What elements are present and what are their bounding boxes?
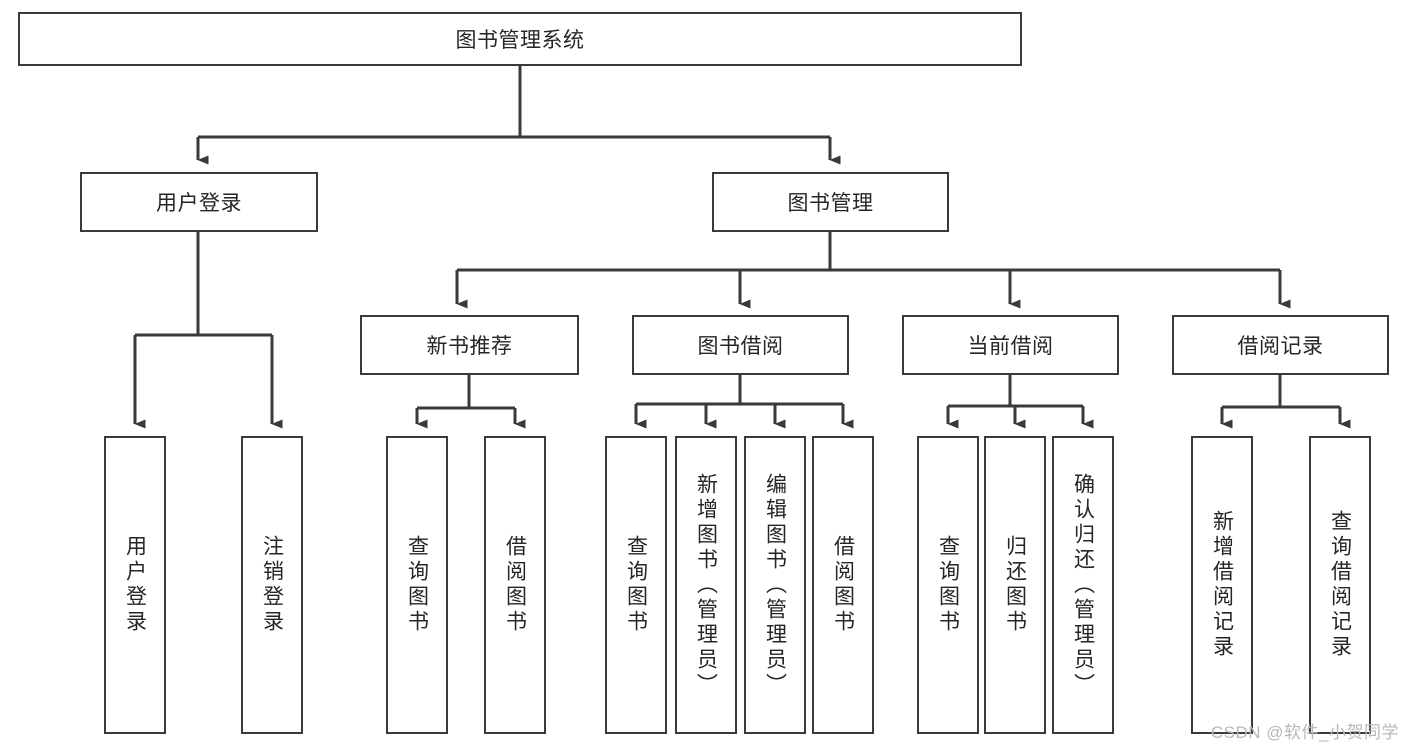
- leaf-new-book-query[interactable]: 查询图书: [386, 436, 448, 734]
- node-book-borrow-label: 图书借阅: [697, 335, 784, 358]
- node-current-borrow[interactable]: 当前借阅: [902, 315, 1119, 375]
- leaf-label: 借阅图书: [831, 535, 855, 635]
- node-book-management[interactable]: 图书管理: [712, 172, 949, 232]
- node-book-borrow[interactable]: 图书借阅: [632, 315, 849, 375]
- node-root[interactable]: 图书管理系统: [18, 12, 1022, 66]
- leaf-book-borrow-add[interactable]: 新增图书（管理员）: [675, 436, 737, 734]
- leaf-label: 新增图书（管理员）: [694, 472, 718, 698]
- leaf-label: 借阅图书: [503, 535, 527, 635]
- leaf-current-borrow-return[interactable]: 归还图书: [984, 436, 1046, 734]
- node-user-login-label: 用户登录: [156, 192, 242, 215]
- node-borrow-record[interactable]: 借阅记录: [1172, 315, 1389, 375]
- leaf-label: 确认归还（管理员）: [1071, 472, 1095, 698]
- node-root-label: 图书管理系统: [455, 29, 585, 52]
- leaf-borrow-record-query[interactable]: 查询借阅记录: [1309, 436, 1371, 734]
- node-new-book-recommend[interactable]: 新书推荐: [360, 315, 579, 375]
- leaf-label: 查询借阅记录: [1328, 510, 1352, 660]
- node-user-login[interactable]: 用户登录: [80, 172, 318, 232]
- leaf-label: 注销登录: [260, 535, 284, 635]
- leaf-user-login-signin[interactable]: 用户登录: [104, 436, 166, 734]
- leaf-book-borrow-query[interactable]: 查询图书: [605, 436, 667, 734]
- leaf-label: 归还图书: [1003, 535, 1027, 635]
- leaf-borrow-record-add[interactable]: 新增借阅记录: [1191, 436, 1253, 734]
- leaf-book-borrow-edit[interactable]: 编辑图书（管理员）: [744, 436, 806, 734]
- leaf-label: 新增借阅记录: [1210, 510, 1234, 660]
- leaf-user-login-signout[interactable]: 注销登录: [241, 436, 303, 734]
- leaf-new-book-borrow[interactable]: 借阅图书: [484, 436, 546, 734]
- leaf-label: 用户登录: [123, 535, 147, 635]
- leaf-label: 查询图书: [405, 535, 429, 635]
- leaf-book-borrow-lend[interactable]: 借阅图书: [812, 436, 874, 734]
- node-borrow-record-label: 借阅记录: [1237, 335, 1324, 358]
- leaf-label: 查询图书: [936, 535, 960, 635]
- node-new-book-recommend-label: 新书推荐: [426, 335, 513, 358]
- leaf-current-borrow-query[interactable]: 查询图书: [917, 436, 979, 734]
- leaf-label: 查询图书: [624, 535, 648, 635]
- node-current-borrow-label: 当前借阅: [967, 335, 1054, 358]
- node-book-management-label: 图书管理: [787, 192, 874, 215]
- leaf-current-borrow-confirm[interactable]: 确认归还（管理员）: [1052, 436, 1114, 734]
- leaf-label: 编辑图书（管理员）: [763, 472, 787, 698]
- watermark: CSDN @软件_小贺同学: [1210, 723, 1399, 742]
